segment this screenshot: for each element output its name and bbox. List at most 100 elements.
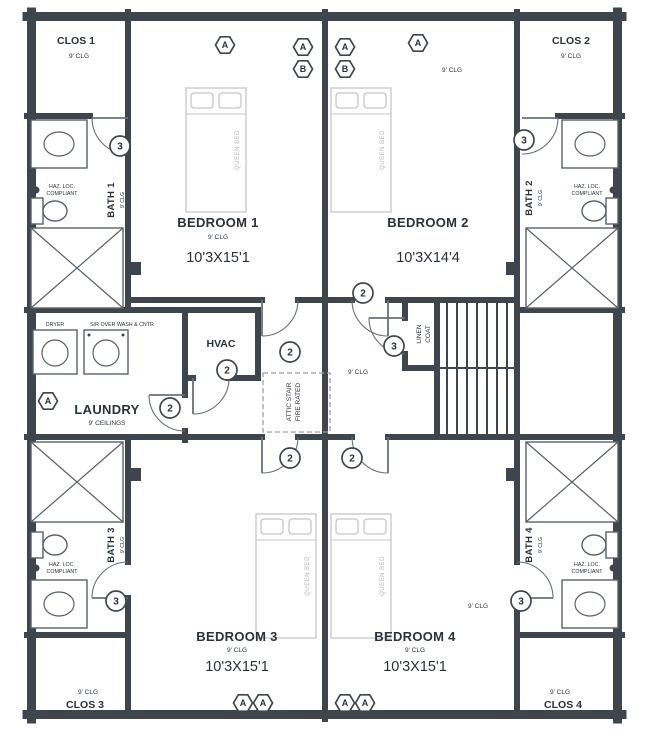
dryer <box>32 329 78 375</box>
room-label-linen: LINEN <box>416 324 423 343</box>
hexagon-icon <box>334 693 356 713</box>
haz-symbol <box>32 564 40 572</box>
door-arc-bath2 <box>521 117 559 155</box>
clg-label-bedroom1: 9' CLG <box>208 234 228 241</box>
bath1-fixtures: HAZ. LOC. COMPLIANT <box>30 119 124 309</box>
toilet-bowl <box>581 534 607 556</box>
bed-outline <box>330 513 392 639</box>
hex-marker-label: A <box>222 40 229 50</box>
circle-icon <box>105 590 127 612</box>
sink <box>574 131 606 157</box>
room-label-clos4: CLOS 4 <box>544 699 582 711</box>
room-label-bath2: BATH 2 <box>524 180 535 215</box>
dims-label-bedroom4: 10'3X15'1 <box>383 659 447 675</box>
clg-label-clos3: 9' CLG <box>78 689 98 696</box>
bed-bedroom1: QUEEN BED <box>185 87 247 213</box>
room-labels: CLOS 1 9' CLG CLOS 2 9' CLG BEDROOM 1 9'… <box>57 35 590 711</box>
pillow <box>218 92 242 109</box>
circle-marker-label: 2 <box>167 404 173 415</box>
circle-marker-3: 3 <box>513 129 535 151</box>
clg-label-clos4: 9' CLG <box>550 689 570 696</box>
wall-nib <box>131 262 141 275</box>
clg-label-laundry: 9' CEILINGS <box>88 420 126 427</box>
wall-nib <box>506 262 516 275</box>
circle-markers: 3 3 3 3 3 2 2 2 2 2 2 <box>105 129 535 612</box>
washer-door <box>92 339 120 367</box>
hex-marker-label: A <box>45 396 52 406</box>
hex-marker-a: A <box>37 391 59 411</box>
dims-label-bedroom3: 10'3X15'1 <box>205 659 269 675</box>
bath3-fixtures: HAZ. LOC. COMPLIANT <box>30 441 124 629</box>
door-arc-hvac <box>192 377 230 415</box>
circle-icon <box>159 397 181 419</box>
toilet-bowl <box>42 200 68 222</box>
dims-label-bedroom1: 10'3X15'1 <box>186 250 250 266</box>
hexagon-icon <box>334 59 356 79</box>
circle-marker-label: 2 <box>349 454 355 465</box>
room-label-bedroom2: BEDROOM 2 <box>387 215 468 230</box>
hex-marker-label: A <box>342 42 349 52</box>
hexagon-icon <box>214 35 236 55</box>
circle-marker-label: 3 <box>391 342 397 353</box>
clg-label-bath4: 9' CLG <box>538 537 544 553</box>
wall-linen-closet <box>402 297 440 371</box>
pillow <box>190 92 214 109</box>
room-label-clos3: CLOS 3 <box>66 699 104 711</box>
queen-bed-label: QUEEN BED <box>235 130 241 170</box>
hex-marker-a: A <box>334 693 356 713</box>
hex-marker-label: B <box>300 64 307 74</box>
door-arc-bedroom2 <box>351 299 389 337</box>
vanity <box>561 119 619 169</box>
door-arc-bedroom4 <box>351 436 389 474</box>
attic-stair: ATTIC STAIR FIRE RATED <box>262 372 331 433</box>
hex-marker-label: A <box>362 698 369 708</box>
circle-marker-label: 2 <box>287 454 293 465</box>
door-arc-bath3 <box>91 561 129 599</box>
haz-label: HAZ. LOC. <box>574 562 600 568</box>
clg-label-clos2: 9' CLG <box>561 53 581 60</box>
hex-marker-label: B <box>342 64 349 74</box>
wall-nib <box>506 468 516 481</box>
toilet-bowl <box>581 200 607 222</box>
pillow <box>335 92 359 109</box>
room-label-bath3: BATH 3 <box>106 527 117 562</box>
circle-marker-label: 3 <box>113 597 119 608</box>
room-label-bath4: BATH 4 <box>524 527 535 563</box>
queen-bed-label: QUEEN BED <box>380 130 386 170</box>
room-label-laundry: LAUNDRY <box>74 402 139 417</box>
toilet-bowl <box>42 534 68 556</box>
bed-outline <box>185 87 247 213</box>
haz-label: COMPLIANT <box>572 191 604 197</box>
hex-marker-b: B <box>334 59 356 79</box>
circle-marker-2: 2 <box>341 447 363 469</box>
circle-marker-label: 3 <box>521 136 527 147</box>
circle-marker-label: 2 <box>360 289 366 300</box>
hex-marker-a: A <box>407 33 429 53</box>
hex-marker-a: A <box>334 37 356 57</box>
queen-bed-label: QUEEN BED <box>380 556 386 596</box>
circle-icon <box>513 129 535 151</box>
dims-label-bedroom2: 10'3X14'4 <box>396 250 460 266</box>
shower-x <box>30 441 124 523</box>
room-label-coat: COAT <box>425 325 432 343</box>
bed-bedroom4: QUEEN BED <box>330 513 392 639</box>
circle-marker-3: 3 <box>109 135 131 157</box>
washer-note-label: S/R OVER WASH & CNTR <box>90 322 154 328</box>
hexagon-icon <box>292 37 314 57</box>
haz-symbol <box>609 564 617 572</box>
room-label-bath1: BATH 1 <box>106 182 117 218</box>
hexagon-icon <box>252 693 274 713</box>
haz-label: COMPLIANT <box>47 191 79 197</box>
hexagon-icon <box>232 693 254 713</box>
clg-label-bath3: 9' CLG <box>120 537 126 553</box>
toilet-tank <box>30 197 44 225</box>
wall-nib <box>131 468 141 481</box>
hex-marker-b: B <box>292 59 314 79</box>
circle-icon <box>510 590 532 612</box>
circle-marker-2: 2 <box>216 359 238 381</box>
laundry-appliances: DRYER S/R OVER WASH & CNTR <box>32 322 154 375</box>
circle-icon <box>352 282 374 304</box>
circle-marker-3: 3 <box>105 590 127 612</box>
bed-bedroom2: QUEEN BED <box>330 87 392 213</box>
